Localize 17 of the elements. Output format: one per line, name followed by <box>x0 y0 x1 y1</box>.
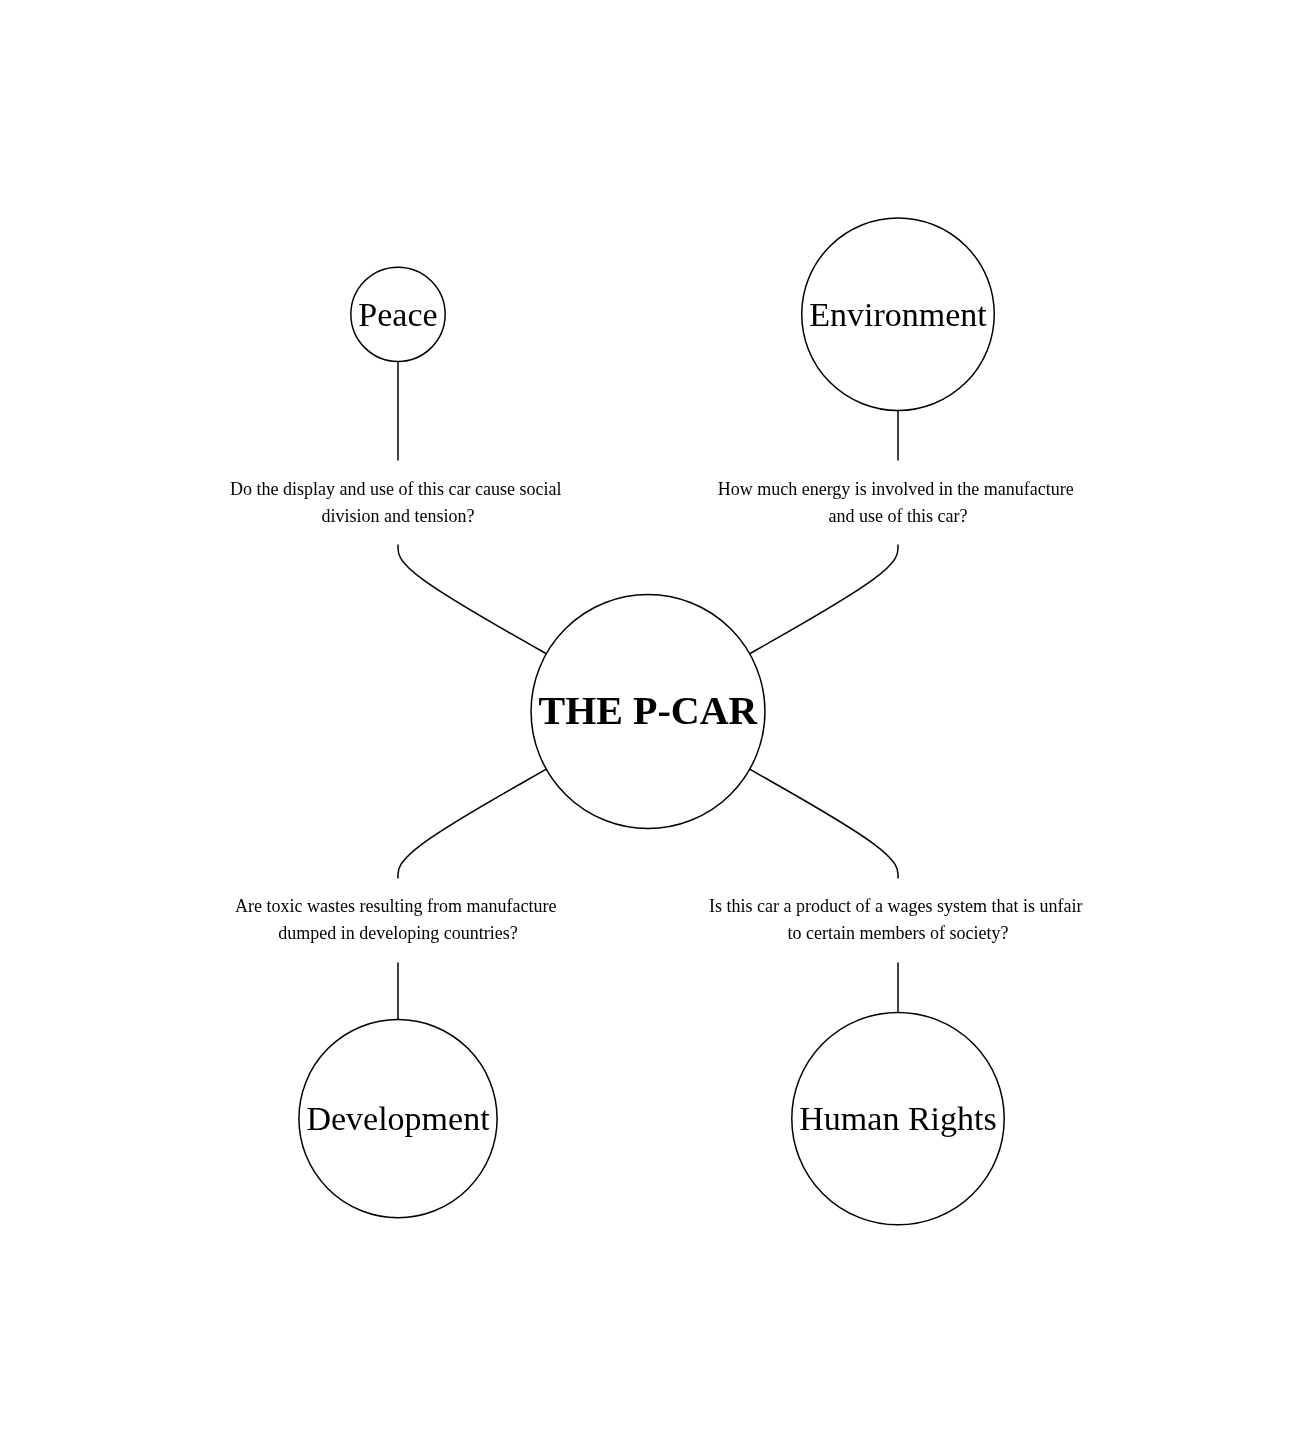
node-text: Is this car a product of a wages system that is unfair to certain members of society? <box>709 896 1083 943</box>
connector <box>897 409 899 461</box>
connector <box>748 768 899 879</box>
node-circle: Environment <box>801 216 995 411</box>
connector <box>397 768 548 879</box>
connector <box>397 360 399 461</box>
connector <box>397 961 399 1020</box>
node-circle: Peace <box>350 265 446 362</box>
node-text: How much energy is involved in the manufacture and use of this car? <box>717 478 1074 526</box>
node-text: Are toxic wastes resulting from manufacture dumped in developing countries? <box>235 896 557 943</box>
node-circle: THE P-CAR <box>530 593 766 829</box>
connector <box>748 543 899 655</box>
node-circle: Human Rights <box>791 1011 1005 1226</box>
connector <box>397 543 548 655</box>
node-circle: Development <box>298 1018 498 1219</box>
connector <box>897 961 899 1013</box>
node-text: Do the display and use of this car cause social division and tension? <box>230 478 562 526</box>
